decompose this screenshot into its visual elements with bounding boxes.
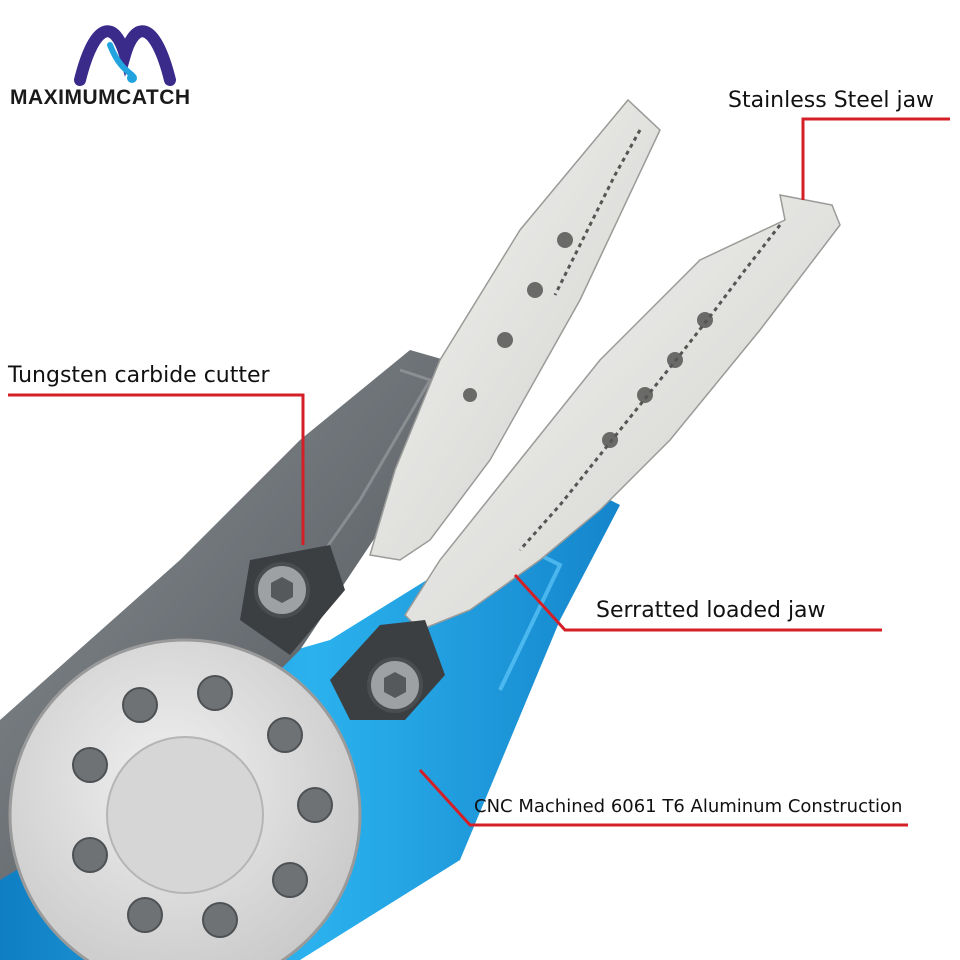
steel-jaw-left	[369, 98, 661, 561]
callout-serrated-loaded-jaw: Serratted loaded jaw	[596, 598, 826, 623]
pivot-disc	[8, 638, 362, 960]
leader-line-serrated	[513, 573, 882, 632]
carbide-cutter-right	[330, 620, 445, 720]
brand-logo-mark	[74, 25, 176, 86]
carbide-cutter-left	[240, 545, 345, 655]
leader-line-steel	[801, 117, 950, 200]
leader-line-cnc	[418, 768, 908, 827]
callout-cnc-aluminum: CNC Machined 6061 T6 Aluminum Constructi…	[474, 796, 903, 817]
leader-line-tungsten	[8, 393, 305, 545]
brand-name: MAXIMUMCATCH	[10, 86, 191, 109]
steel-jaw-right	[404, 194, 841, 631]
callout-tungsten-carbide-cutter: Tungsten carbide cutter	[8, 363, 270, 388]
callout-stainless-steel-jaw: Stainless Steel jaw	[728, 88, 935, 113]
leader-lines	[8, 117, 950, 827]
